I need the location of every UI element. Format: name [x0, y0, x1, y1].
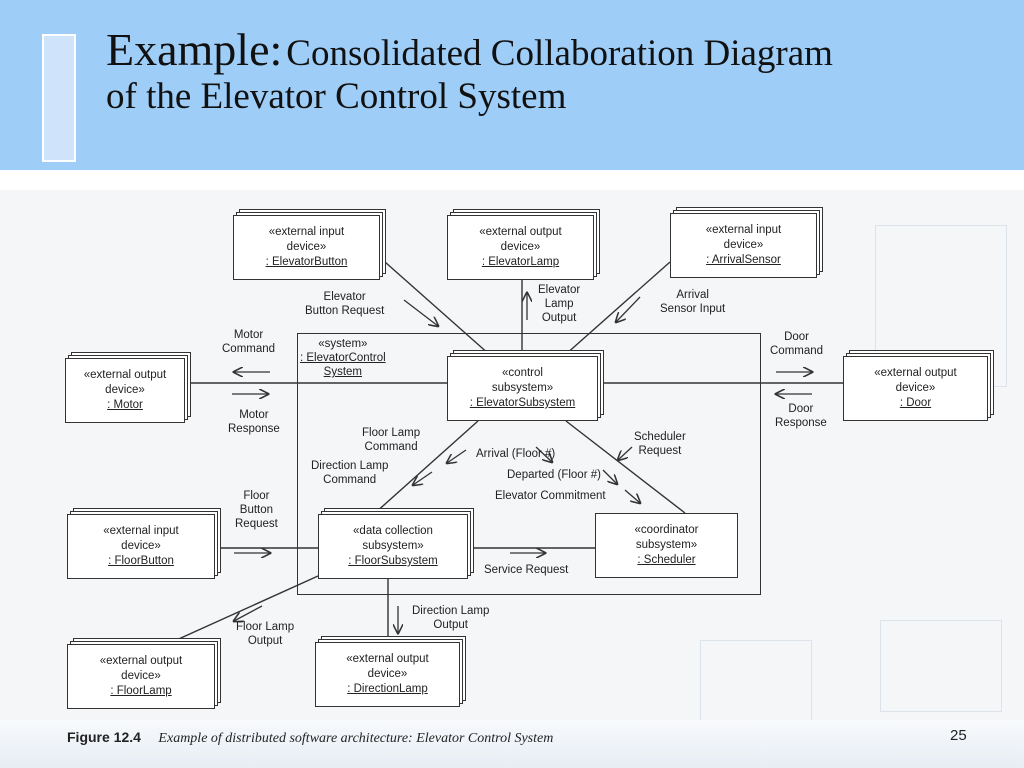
label-elevator-lamp-output: Elevator Lamp Output — [538, 284, 581, 324]
title-rest: Consolidated Collaboration Diagram — [286, 33, 833, 74]
floor-lamp-box: «external output device» : FloorLamp — [67, 644, 215, 709]
label-scheduler-request: Scheduler Request — [634, 431, 686, 457]
label-arrival-floor: Arrival (Floor #) — [476, 448, 556, 460]
system-boundary — [297, 333, 761, 595]
page-number: 25 — [950, 727, 967, 744]
label-service-request: Service Request — [484, 564, 569, 576]
scheduler-box: «coordinator subsystem» : Scheduler — [595, 513, 738, 578]
label-door-response: Door Response — [775, 403, 827, 429]
label-direction-lamp-output: Direction Lamp Output — [412, 605, 490, 631]
system-label: «system» : ElevatorControl System — [300, 338, 386, 378]
floor-subsystem-box: «data collection subsystem» : FloorSubsy… — [318, 514, 468, 579]
caption-text: Example of distributed software architec… — [158, 731, 554, 746]
label-direction-lamp-command: Direction Lamp Command — [311, 460, 389, 486]
slide-title: Example: Consolidated Collaboration Diag… — [106, 22, 1016, 120]
door-box: «external output device» : Door — [843, 356, 988, 421]
label-departed-floor: Departed (Floor #) — [507, 469, 601, 481]
title-lead: Example: — [106, 24, 283, 75]
floor-button-box: «external input device» : FloorButton — [67, 514, 215, 579]
label-door-command: Door Command — [770, 331, 824, 357]
label-motor-response: Motor Response — [228, 409, 280, 435]
label-elevator-button-request: Elevator Button Request — [305, 291, 385, 317]
slide-header: Example: Consolidated Collaboration Diag… — [0, 0, 1024, 170]
elevator-lamp-box: «external output device» : ElevatorLamp — [447, 215, 594, 280]
direction-lamp-box: «external output device» : DirectionLamp — [315, 642, 460, 707]
footer-band — [0, 720, 1024, 768]
label-elevator-commitment: Elevator Commitment — [495, 490, 606, 502]
elevator-subsystem-box: «control subsystem» : ElevatorSubsystem — [447, 356, 598, 421]
accent-bar — [42, 34, 76, 162]
label-floor-lamp-command: Floor Lamp Command — [362, 427, 421, 453]
label-floor-lamp-output: Floor Lamp Output — [236, 621, 295, 647]
figure-number: Figure 12.4 — [67, 729, 141, 745]
label-floor-button-request: Floor Button Request — [235, 490, 278, 530]
arrival-sensor-box: «external input device» : ArrivalSensor — [670, 213, 817, 278]
label-motor-command: Motor Command — [222, 329, 276, 355]
title-line2: of the Elevator Control System — [106, 76, 567, 118]
elevator-button-box: «external input device» : ElevatorButton — [233, 215, 380, 280]
motor-box: «external output device» : Motor — [65, 358, 185, 423]
figure-caption: Figure 12.4 Example of distributed softw… — [67, 729, 553, 747]
label-arrival-sensor-input: Arrival Sensor Input — [660, 289, 726, 315]
